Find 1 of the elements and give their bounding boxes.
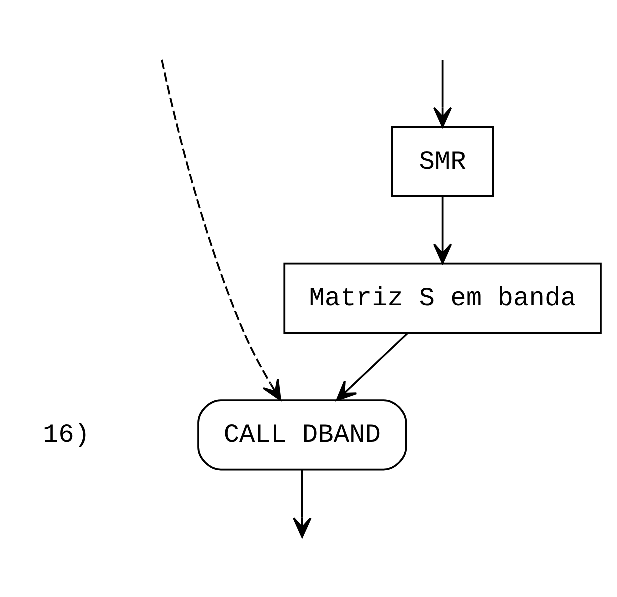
label: 16) (42, 420, 90, 450)
